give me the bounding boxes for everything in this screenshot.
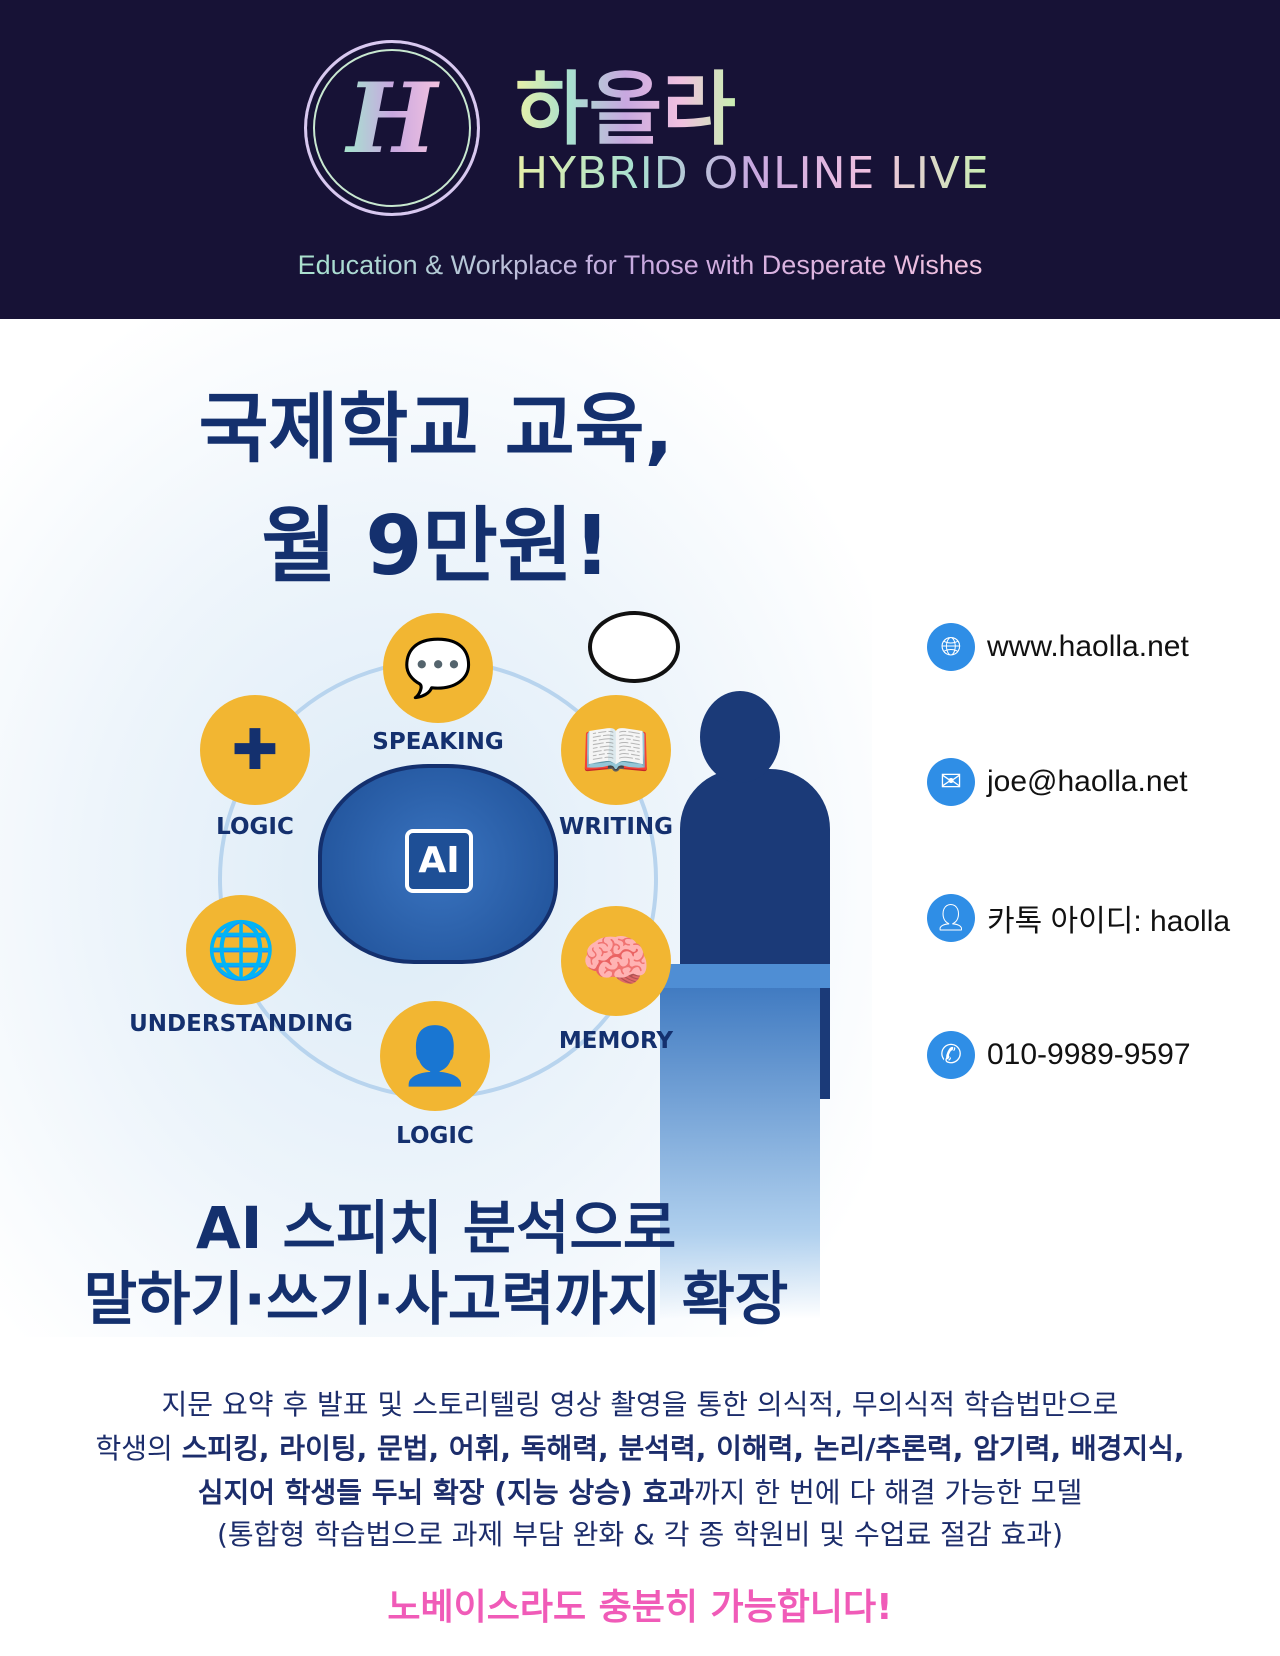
phone-number[interactable]: 010-9989-9597 bbox=[987, 1038, 1191, 1071]
label-logic-bottom: LOGIC bbox=[396, 1123, 474, 1149]
description-line3-suffix: 까지 한 번에 다 해결 가능한 모델 bbox=[693, 1476, 1083, 1509]
description-line2: 학생의 스피킹, 라이팅, 문법, 어휘, 독해력, 분석력, 이해력, 논리/… bbox=[0, 1427, 1280, 1467]
description-line3-emphasis: 심지어 학생들 두뇌 확장 (지능 상승) 효과 bbox=[197, 1476, 694, 1509]
website-link[interactable]: www.haolla.net bbox=[987, 630, 1189, 663]
poster-image: 국제학교 교육, 월 9만원! AI 💬 ✚ 📖 🌐 🧠 👤 SPEAKING … bbox=[0, 319, 872, 1337]
brand-name-english: HYBRID ONLINE LIVE bbox=[515, 148, 990, 199]
ai-chip-icon: AI bbox=[405, 829, 473, 893]
globe-icon: 🌐︎ bbox=[927, 623, 975, 671]
speech-bubble-icon: 💬 bbox=[383, 613, 493, 723]
label-understanding: UNDERSTANDING bbox=[129, 1011, 353, 1037]
contact-kakao: 👤︎ 카톡 아이디: haolla bbox=[927, 894, 1230, 942]
description-line2-skills: 스피킹, 라이팅, 문법, 어휘, 독해력, 분석력, 이해력, 논리/추론력,… bbox=[181, 1432, 1185, 1465]
speaker-head bbox=[700, 691, 780, 783]
headline-line2: 월 9만원! bbox=[261, 499, 611, 594]
description-line3: 심지어 학생들 두뇌 확장 (지능 상승) 효과까지 한 번에 다 해결 가능한… bbox=[0, 1471, 1280, 1511]
phone-icon: ✆ bbox=[927, 1031, 975, 1079]
head-icon: 👤 bbox=[380, 1001, 490, 1111]
podium bbox=[660, 979, 820, 1319]
label-logic-top: LOGIC bbox=[216, 814, 294, 840]
memory-head-icon: 🧠 bbox=[561, 906, 671, 1016]
plus-icon: ✚ bbox=[200, 695, 310, 805]
call-to-action: 노베이스라도 충분히 가능합니다! bbox=[387, 1587, 893, 1628]
label-speaking: SPEAKING bbox=[372, 729, 504, 755]
description-line4: (통합형 학습법으로 과제 부담 완화 & 각 종 학원비 및 수업료 절감 효… bbox=[216, 1518, 1063, 1551]
headline-line1: 국제학교 교육, bbox=[198, 384, 674, 473]
label-writing: WRITING bbox=[558, 814, 674, 840]
label-memory: MEMORY bbox=[558, 1028, 674, 1054]
logo-monogram: H bbox=[304, 62, 480, 175]
logo-ring bbox=[304, 40, 480, 216]
contact-email[interactable]: ✉ joe@haolla.net bbox=[927, 758, 1188, 806]
user-icon: 👤︎ bbox=[927, 894, 975, 942]
contact-website[interactable]: 🌐︎ www.haolla.net bbox=[927, 623, 1189, 671]
header-banner: H 하올라 HYBRID ONLINE LIVE Education & Wor… bbox=[0, 0, 1280, 319]
contact-phone[interactable]: ✆ 010-9989-9597 bbox=[927, 1031, 1191, 1079]
description-line2-prefix: 학생의 bbox=[95, 1432, 182, 1465]
globe-icon: 🌐 bbox=[186, 895, 296, 1005]
tagline: Education & Workplace for Those with Des… bbox=[0, 250, 1280, 281]
speech-bubble-icon bbox=[588, 611, 680, 683]
mail-icon: ✉ bbox=[927, 758, 975, 806]
description-line1: 지문 요약 후 발표 및 스토리텔링 영상 촬영을 통한 의식적, 무의식적 학… bbox=[161, 1388, 1119, 1421]
subhead-line2: 말하기·쓰기·사고력까지 확장 bbox=[83, 1265, 789, 1333]
kakao-id: 카톡 아이디: haolla bbox=[987, 905, 1231, 938]
brand-name-korean: 하올라 bbox=[515, 45, 736, 161]
subhead-line1: AI 스피치 분석으로 bbox=[195, 1194, 677, 1262]
book-icon: 📖 bbox=[561, 695, 671, 805]
podium-top bbox=[640, 964, 830, 988]
email-link[interactable]: joe@haolla.net bbox=[987, 765, 1188, 798]
